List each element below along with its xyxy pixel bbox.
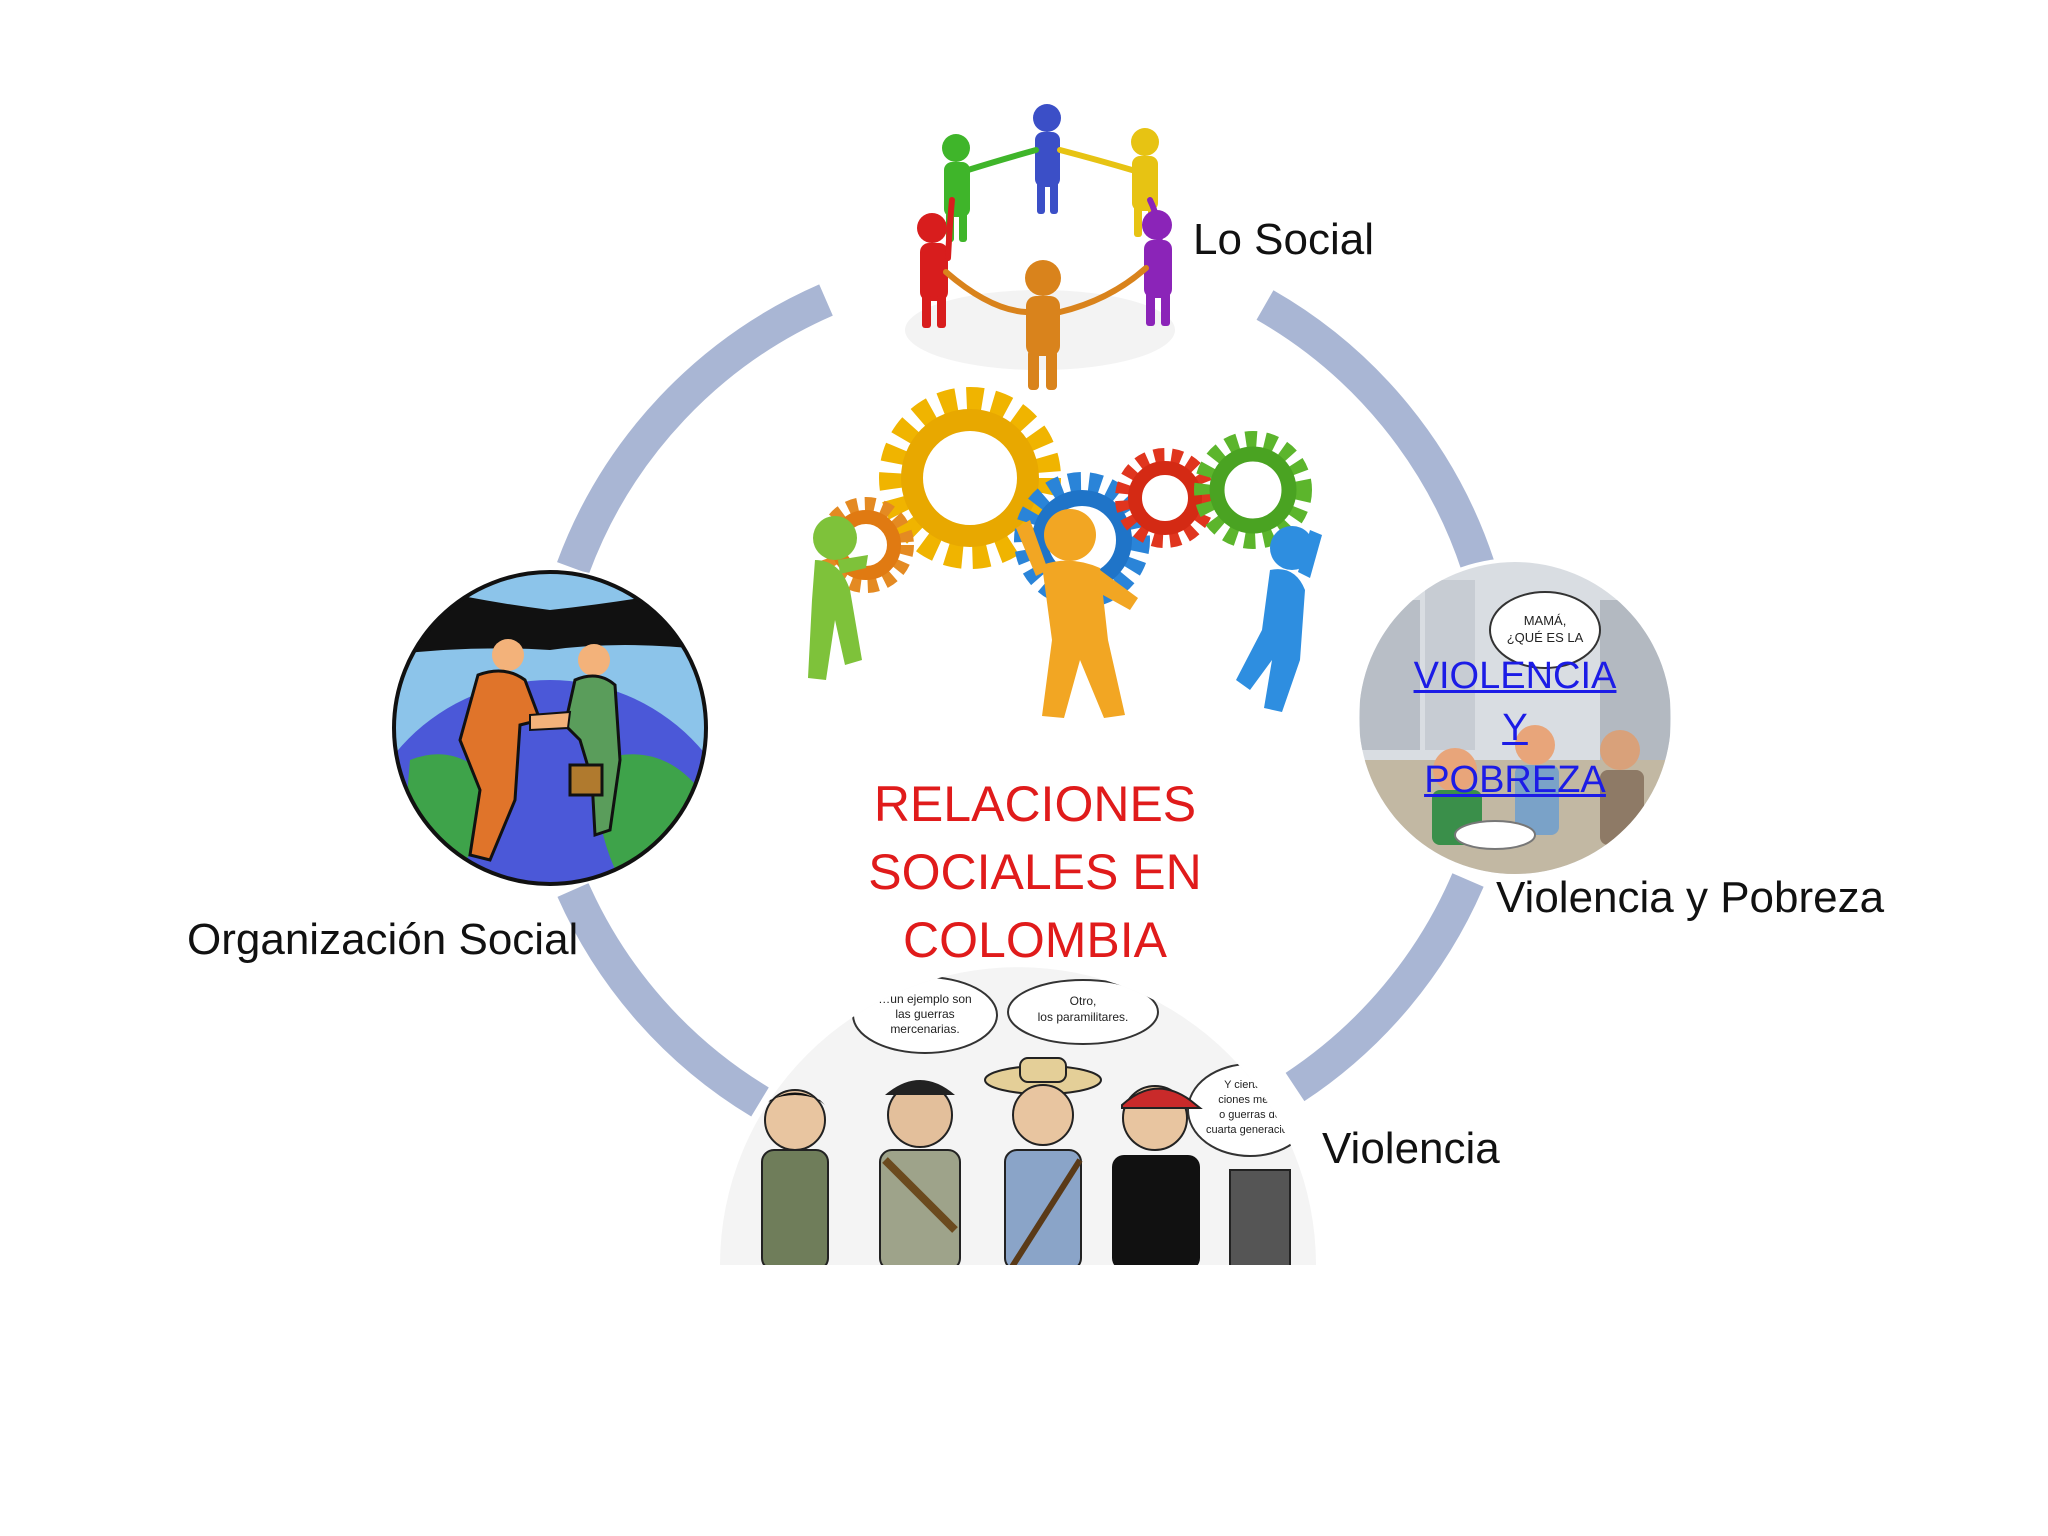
poverty-cartoon-image: MAMÁ, ¿QUÉ ES LA [1355,558,1675,878]
bubble-line: Otro, [1070,994,1097,1008]
center-title-line: SOCIALES EN [868,844,1202,900]
node-label-lo-social: Lo Social [1193,215,1375,264]
handshake-globe-image [390,568,710,888]
gear-icon [879,387,1061,569]
bubble-line: o guerras de [1219,1109,1281,1121]
bubble-line: las guerras [895,1007,954,1021]
violencia-pobreza-link[interactable]: VIOLENCIA Y POBREZA [1390,650,1640,806]
ring-segment-top-right [1256,290,1495,572]
bubble-line: Y ciertas o [1224,1079,1276,1091]
bubble-line: los paramilitares. [1038,1010,1129,1024]
bubble-line: ciones medill [1218,1094,1282,1106]
link-line[interactable]: VIOLENCIA [1413,655,1617,697]
node-label-violencia-pobreza: Violencia y Pobreza [1496,873,1885,922]
armed-groups-comic-image: …un ejemplo son las guerras mercenarias.… [716,966,1320,1268]
ring-segment-bottom-right [1285,873,1484,1102]
gears-teamwork-image [808,387,1322,718]
bubble-line: ¿QUÉ ES LA [1507,630,1584,645]
cycle-ring [557,284,1495,1117]
bubble-line: mercenarias. [890,1022,959,1036]
speech-bubble: MAMÁ, ¿QUÉ ES LA [1489,591,1601,669]
center-title-line: COLOMBIA [903,912,1167,968]
bubble-line: cuarta generación [1206,1124,1294,1136]
diagram-center-title: RELACIONES SOCIALES EN COLOMBIA [830,770,1240,974]
ring-segment-bottom-left [557,883,769,1117]
center-title-line: RELACIONES [873,776,1197,832]
bubble-line: …un ejemplo son [878,992,971,1006]
link-line[interactable]: POBREZA [1424,759,1606,801]
link-line[interactable]: Y [1502,707,1528,749]
node-label-organizacion-social: Organización Social [187,915,579,964]
node-label-violencia: Violencia [1322,1124,1500,1173]
people-circle-image [905,104,1175,390]
ring-segment-top-left [557,284,833,574]
gear-icon [1115,448,1215,548]
speech-bubble-left: …un ejemplo son las guerras mercenarias. [852,976,998,1054]
gear-icon [1194,431,1312,549]
speech-bubble-mid: Otro, los paramilitares. [1007,979,1159,1045]
bubble-line: MAMÁ, [1524,613,1567,628]
